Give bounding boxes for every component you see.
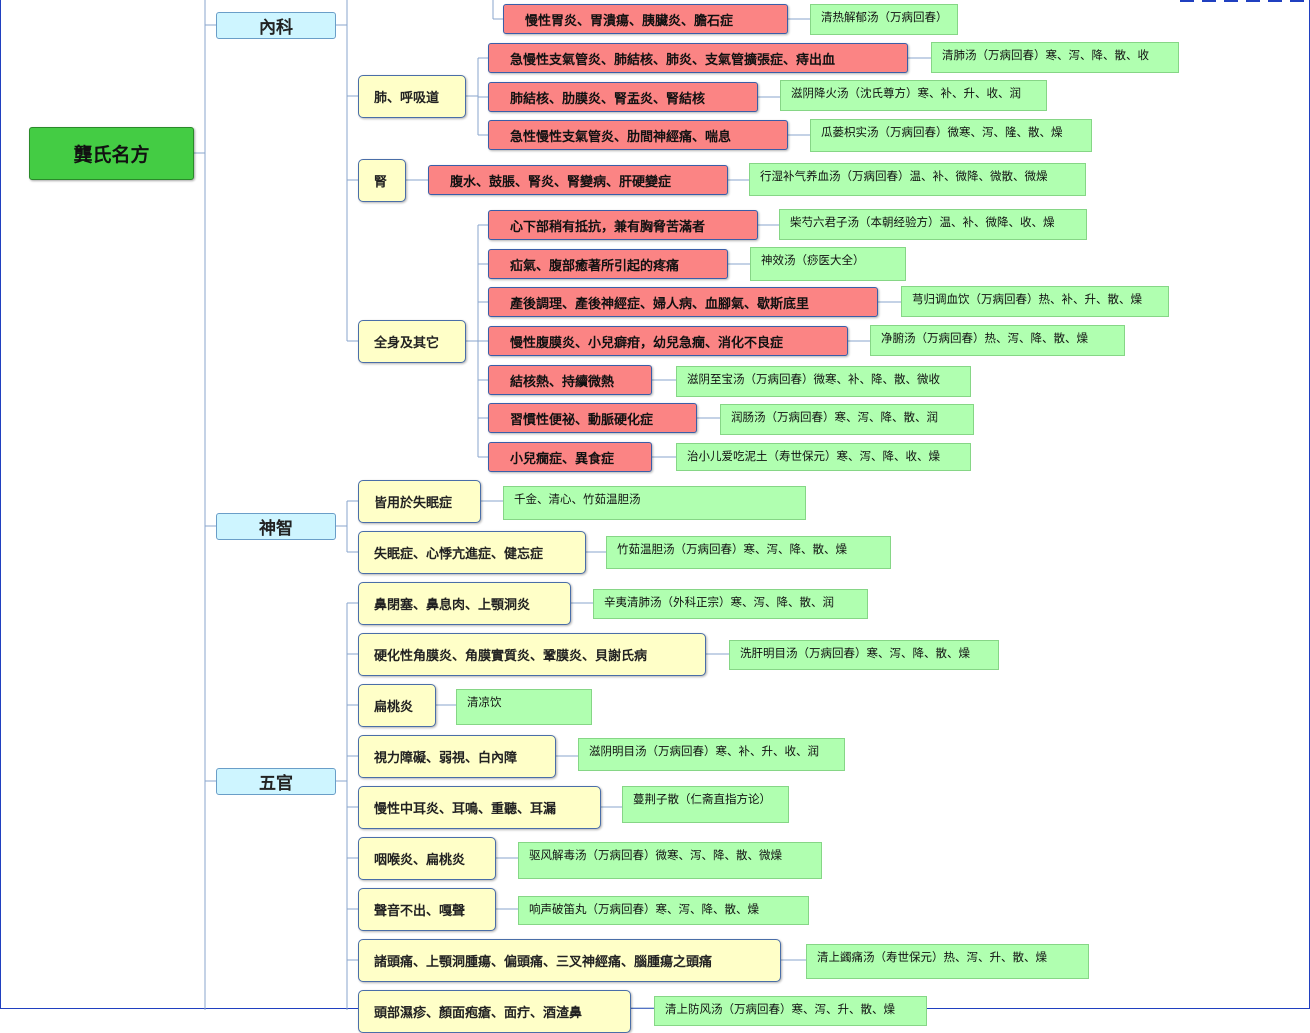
prescription-node[interactable]: 清热解郁汤（万病回春） — [810, 4, 958, 35]
subgroup-node[interactable]: 咽喉炎、扁桃炎 — [358, 837, 496, 880]
subgroup-node[interactable]: 慢性中耳炎、耳鳴、重聽、耳漏 — [358, 786, 601, 829]
disease-node[interactable]: 小兒癇症、異食症 — [488, 442, 652, 472]
prescription-node[interactable]: 蔓荆子散（仁斋直指方论） — [622, 786, 789, 823]
prescription-node[interactable]: 芎归调血饮（万病回春）热、补、升、散、燥 — [901, 286, 1169, 317]
subgroup-kidney[interactable]: 腎 — [358, 159, 406, 202]
prescription-node[interactable]: 滋阴至宝汤（万病回春）微寒、补、降、散、微收 — [676, 366, 971, 397]
disease-node[interactable]: 疝氣、腹部癒著所引起的疼痛 — [488, 249, 728, 279]
category-neike[interactable]: 內科 — [216, 12, 336, 39]
prescription-node[interactable]: 柴芍六君子汤（本朝经验方）温、补、微降、收、燥 — [779, 209, 1087, 240]
subgroup-node[interactable]: 扁桃炎 — [358, 684, 436, 727]
prescription-node[interactable]: 行湿补气养血汤（万病回春）温、补、微降、微散、微燥 — [749, 163, 1086, 196]
prescription-node[interactable]: 治小儿爱吃泥土（寿世保元）寒、泻、降、收、燥 — [676, 443, 971, 471]
scroll-marker — [1246, 0, 1260, 2]
prescription-node[interactable]: 瓜蒌枳实汤（万病回春）微寒、泻、隆、散、燥 — [810, 119, 1092, 152]
scroll-marker — [1180, 0, 1194, 2]
prescription-node[interactable]: 响声破笛丸（万病回春）寒、泻、降、散、燥 — [518, 896, 809, 925]
prescription-node[interactable]: 润肠汤（万病回春）寒、泻、降、散、润 — [720, 404, 974, 435]
disease-node[interactable]: 慢性腹膜炎、小兒癖疳，幼兒急癇、消化不良症 — [488, 326, 848, 356]
disease-node[interactable]: 心下部稍有抵抗，兼有胸脅苦滿者 — [488, 210, 758, 240]
category-shenzhi[interactable]: 神智 — [216, 513, 336, 540]
prescription-node[interactable]: 清肺汤（万病回春）寒、泻、降、散、收 — [931, 42, 1179, 73]
disease-node[interactable]: 慢性胃炎、胃潰瘍、胰臟炎、膽石症 — [503, 4, 788, 34]
scroll-marker — [1202, 0, 1216, 2]
prescription-node[interactable]: 神效汤（痧医大全） — [750, 247, 906, 281]
subgroup-node[interactable]: 諸頭痛、上顎洞腫瘍、偏頭痛、三叉神經痛、腦腫瘍之頭痛 — [358, 939, 781, 982]
prescription-node[interactable]: 滋阴降火汤（沈氏尊方）寒、补、升、收、润 — [780, 80, 1047, 111]
scroll-marker — [1290, 0, 1304, 2]
disease-node[interactable]: 產後調理、產後神經症、婦人病、血腳氣、歇斯底里 — [488, 287, 878, 317]
subgroup-lung[interactable]: 肺、呼吸道 — [358, 75, 466, 118]
subgroup-node[interactable]: 聲音不出、嘎聲 — [358, 888, 496, 931]
disease-node[interactable]: 肺結核、肋膜炎、腎盂炎、腎結核 — [488, 82, 758, 112]
prescription-node[interactable]: 辛夷清肺汤（外科正宗）寒、泻、降、散、润 — [593, 589, 868, 619]
subgroup-whole-body[interactable]: 全身及其它 — [358, 320, 466, 363]
subgroup-node[interactable]: 皆用於失眠症 — [358, 480, 481, 523]
prescription-node[interactable]: 千金、清心、竹茹温胆汤 — [503, 486, 806, 520]
disease-node[interactable]: 腹水、鼓脹、腎炎、腎變病、肝硬變症 — [428, 165, 728, 195]
scroll-marker — [1224, 0, 1238, 2]
prescription-node[interactable]: 驱风解毒汤（万病回春）微寒、泻、降、散、微燥 — [518, 842, 822, 879]
prescription-node[interactable]: 滋阴明目汤（万病回春）寒、补、升、收、润 — [578, 738, 845, 771]
prescription-node[interactable]: 清上防风汤（万病回春）寒、泻、升、散、燥 — [654, 996, 927, 1026]
disease-node[interactable]: 結核熱、持續微熱 — [488, 365, 652, 395]
connector-lines — [194, 0, 931, 1010]
prescription-node[interactable]: 清凉饮 — [456, 689, 592, 725]
root-node[interactable]: 龔氏名方 — [29, 127, 194, 180]
disease-node[interactable]: 習慣性便祕、動脈硬化症 — [488, 403, 697, 433]
subgroup-node[interactable]: 鼻閉塞、鼻息肉、上顎洞炎 — [358, 582, 571, 625]
prescription-node[interactable]: 净腑汤（万病回春）热、泻、降、散、燥 — [870, 325, 1125, 356]
category-wuguan[interactable]: 五官 — [216, 768, 336, 795]
scroll-marker — [1268, 0, 1282, 2]
prescription-node[interactable]: 洗肝明目汤（万病回春）寒、泻、降、散、燥 — [729, 640, 999, 670]
disease-node[interactable]: 急慢性支氣管炎、肺結核、肺炎、支氣管擴張症、痔出血 — [488, 43, 908, 73]
subgroup-node[interactable]: 視力障礙、弱視、白內障 — [358, 735, 556, 778]
subgroup-node[interactable]: 硬化性角膜炎、角膜實質炎、鞏膜炎、貝謝氏病 — [358, 633, 706, 676]
prescription-node[interactable]: 清上蠲痛汤（寿世保元）热、泻、升、散、燥 — [806, 944, 1089, 979]
disease-node[interactable]: 急性慢性支氣管炎、肋間神經痛、喘息 — [488, 120, 788, 150]
subgroup-node[interactable]: 失眠症、心悸亢進症、健忘症 — [358, 531, 586, 574]
subgroup-node[interactable]: 頭部濕疹、顏面疱瘡、面疔、酒渣鼻 — [358, 990, 631, 1033]
prescription-node[interactable]: 竹茹温胆汤（万病回春）寒、泻、降、散、燥 — [606, 536, 891, 569]
